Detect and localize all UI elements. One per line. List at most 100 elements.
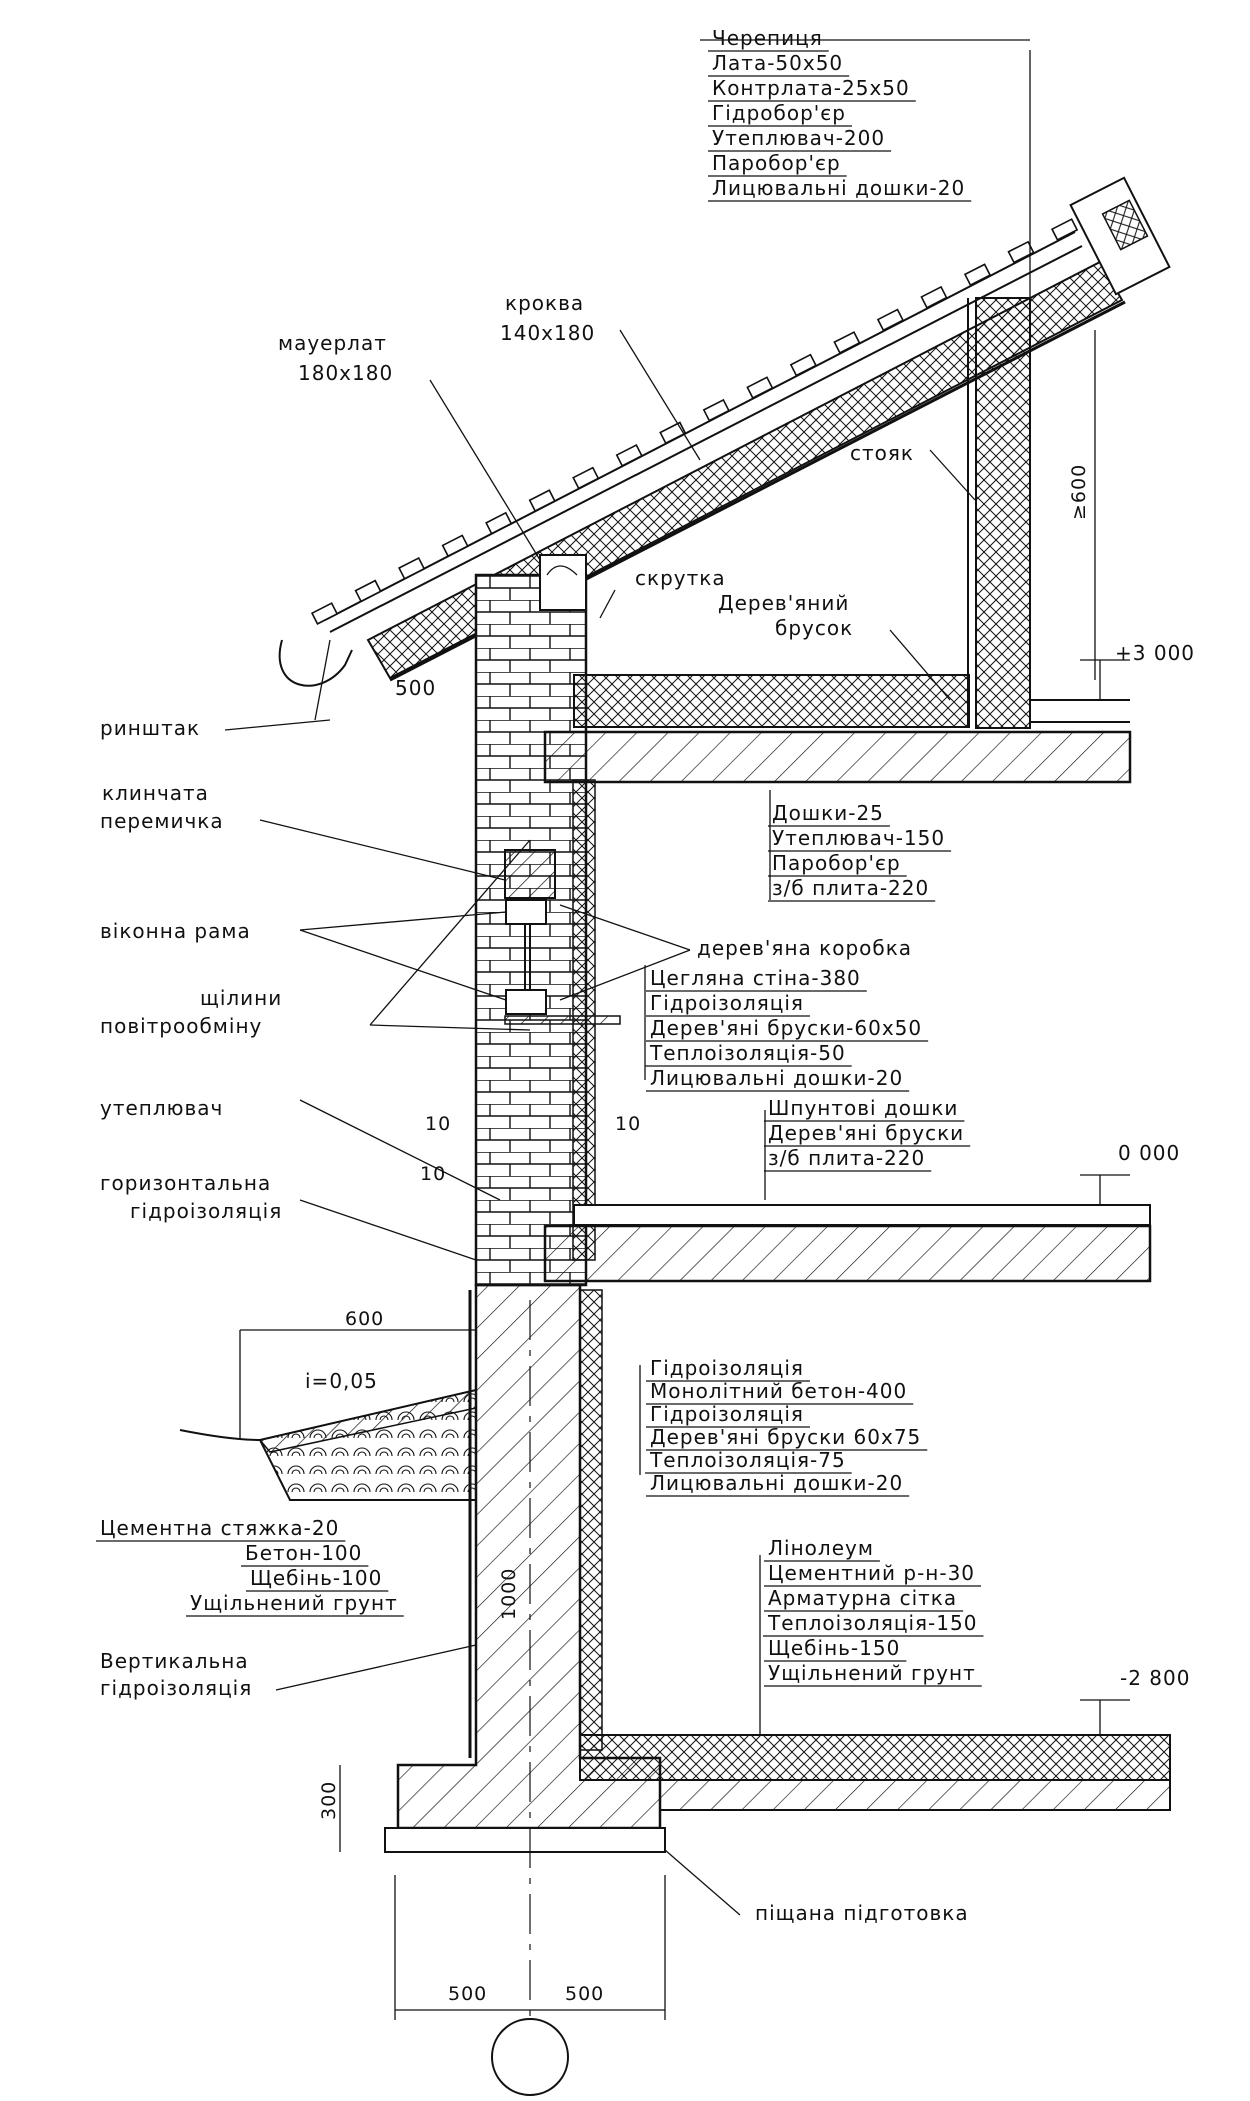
level-ground: 0 000 (1118, 1141, 1180, 1165)
blind-area-screed (258, 1389, 477, 1453)
roof-layer-label: Лицювальні дошки-20 (712, 176, 965, 200)
wallplate-label: мауерлат (278, 331, 387, 355)
wallplate-size: 180х180 (298, 361, 393, 385)
basement-floor-layer: Ущільнений грунт (768, 1661, 976, 1685)
roof-tile (659, 421, 687, 445)
window-sill (504, 1015, 621, 1025)
attic-floor-layer: Паробор'єр (772, 851, 901, 875)
brick-wall-layer: Цегляна стіна-380 (650, 966, 861, 990)
roof-layer-label: Черепиця (712, 26, 823, 50)
rafter-label: кроква (505, 291, 584, 315)
blind-area-layer: Бетон-100 (245, 1541, 362, 1565)
attic-floor-insulation (573, 674, 970, 728)
roof-tile (528, 489, 556, 513)
roof-layer-label: Паробор'єр (712, 151, 841, 175)
roof-tile (746, 376, 774, 400)
wedge-lintel-label-1: клинчата (102, 781, 209, 805)
roof-tile (963, 263, 992, 287)
window-frame-label: віконна рама (100, 919, 251, 943)
insulation-label: утеплювач (100, 1096, 223, 1120)
stand-height-dim: ≥600 (1068, 464, 1090, 520)
roof-layer-label: Утеплювач-200 (712, 126, 885, 150)
basement-wall-layer: Гідроізоляція (650, 1356, 804, 1380)
gap-dim-low: 10 (420, 1163, 446, 1185)
basement-floor-layer: Лінолеум (768, 1536, 874, 1560)
window-frame-upper (505, 899, 547, 925)
attic-floor-slab (543, 730, 1132, 784)
blind-area-layer: Цементна стяжка-20 (100, 1516, 339, 1540)
blind-area-layer: Ущільнений грунт (190, 1591, 398, 1615)
roof-tiles (310, 218, 1079, 625)
blind-area-layer: Щебінь-100 (250, 1566, 382, 1590)
level-attic: +3 000 (1115, 641, 1195, 665)
basement-wall-layer: Монолітний бетон-400 (650, 1379, 907, 1403)
attic-floor-layer: з/б плита-220 (772, 876, 929, 900)
window-frame-lower (505, 989, 547, 1015)
roof-tile (572, 466, 600, 490)
vert-waterproof-label-2: гідроізоляція (100, 1676, 252, 1700)
air-gaps-label-2: повітрообміну (100, 1014, 262, 1038)
layer-underlines (96, 50, 984, 1687)
brick-wall-layer: Гідроізоляція (650, 991, 804, 1015)
footing-sand-bed (384, 1827, 666, 1853)
gap-dim-left: 10 (425, 1113, 451, 1135)
ridge-detail (1101, 199, 1149, 251)
footing-height-dim: 300 (318, 1781, 340, 1820)
basement-wall-layer: Теплоізоляція-75 (649, 1448, 846, 1472)
sand-bed-label: піщана підготовка (755, 1901, 969, 1925)
level-basement: -2 800 (1120, 1666, 1190, 1690)
blind-area-dim: 600 (345, 1308, 384, 1330)
ground-floor-boards (573, 1204, 1151, 1226)
stand-label: стояк (850, 441, 914, 465)
brick-wall-layer: Лицювальні дошки-20 (650, 1066, 903, 1090)
roof-layer-label: Контрлата-25х50 (712, 76, 910, 100)
gap-dim-right: 10 (615, 1113, 641, 1135)
leaders (224, 39, 1130, 2020)
ground-floor-layer: Дерев'яні бруски (768, 1121, 964, 1145)
eave-dim: 500 (395, 676, 436, 700)
wood-bar-label-1: Дерев'яний (718, 591, 849, 615)
basement-floor-gravel (659, 1779, 1171, 1811)
wood-bar-label-2: брусок (775, 616, 853, 640)
basement-floor-layer: Арматурна сітка (768, 1586, 957, 1610)
roof-layer-label: Гідробор'єр (712, 101, 846, 125)
roof-tile (833, 331, 861, 354)
attic-floor-layer: Дошки-25 (772, 801, 884, 825)
tile-line (324, 231, 1076, 621)
brick-wall-layer: Дерев'яні бруски-60х50 (650, 1016, 922, 1040)
wedge-lintel (504, 849, 556, 899)
ground-floor-layer: Шпунтові дошки (768, 1096, 958, 1120)
roof-tile (1050, 218, 1079, 241)
roof-tile (1007, 240, 1035, 264)
roof-layers-stack: Черепиця Лата-50х50 Контрлата-25х50 Гідр… (712, 26, 965, 200)
roof-tile (702, 398, 730, 422)
brick-wall-layer: Теплоізоляція-50 (649, 1041, 846, 1065)
basement-floor-insulation (579, 1734, 1171, 1781)
axis-marker (491, 2018, 569, 2096)
horiz-waterproof-label-1: горизонтальна (100, 1171, 271, 1195)
roof-tile (789, 353, 817, 377)
slope-label: і=0,05 (305, 1369, 378, 1393)
ground-floor-layer: з/б плита-220 (768, 1146, 925, 1170)
wall-plate (539, 554, 587, 611)
footing-right-dim: 500 (565, 1983, 604, 2005)
basement-floor-layer: Цементний р-н-30 (768, 1561, 975, 1585)
attic-floor-layer: Утеплювач-150 (772, 826, 945, 850)
roof-tile (876, 308, 905, 332)
roof-layer-label: Лата-50х50 (712, 51, 843, 75)
basement-wall-layer: Лицювальні дошки-20 (650, 1471, 903, 1495)
air-gaps-label-1: щілини (200, 986, 282, 1010)
footing-left-dim: 500 (448, 1983, 487, 2005)
gutter-label: ринштак (100, 716, 200, 740)
ground-floor-slab (543, 1224, 1152, 1283)
roof-tile (354, 579, 382, 603)
rafter-size: 140х180 (500, 321, 595, 345)
attic-stand (975, 297, 1031, 729)
twist-label: скрутка (635, 566, 726, 590)
basement-wall-lining (579, 1289, 603, 1751)
horiz-waterproof-label-2: гідроізоляція (130, 1199, 282, 1223)
gutter-shape (278, 639, 353, 687)
roof-tile (441, 534, 469, 558)
basement-wall-layer: Гідроізоляція (650, 1402, 804, 1426)
wedge-lintel-label-2: перемичка (100, 809, 224, 833)
